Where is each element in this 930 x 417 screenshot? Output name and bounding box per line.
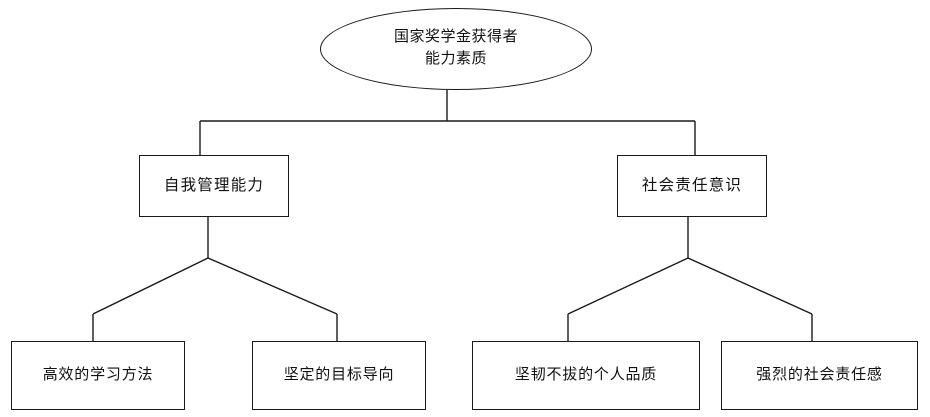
node-resilient-character-label: 坚韧不拔的个人品质	[514, 367, 658, 383]
node-strong-social-responsibility-label: 强烈的社会责任感	[756, 367, 883, 383]
node-self-management-label: 自我管理能力	[163, 177, 265, 195]
node-self-management[interactable]: 自我管理能力	[139, 155, 289, 217]
node-strong-social-responsibility[interactable]: 强烈的社会责任感	[721, 341, 918, 410]
connector-social-responsibility-to-resilient-character	[567, 257, 689, 315]
node-firm-goal-orientation[interactable]: 坚定的目标导向	[252, 341, 426, 410]
node-social-responsibility[interactable]: 社会责任意识	[617, 155, 767, 217]
connector-self-management-to-firm-goal-orientation	[207, 257, 338, 315]
connector-social-responsibility-to-strong-social-responsibility	[687, 257, 813, 315]
node-social-responsibility-label: 社会责任意识	[641, 177, 743, 195]
node-root-label: 国家奖学金获得者 能力素质	[393, 29, 518, 67]
node-firm-goal-orientation-label: 坚定的目标导向	[283, 367, 395, 383]
connector-self-management-to-efficient-study-method	[92, 257, 209, 315]
node-efficient-study-method-label: 高效的学习方法	[42, 367, 154, 383]
node-efficient-study-method[interactable]: 高效的学习方法	[11, 341, 185, 410]
node-resilient-character[interactable]: 坚韧不拔的个人品质	[472, 341, 700, 410]
node-root[interactable]: 国家奖学金获得者 能力素质	[320, 8, 592, 90]
